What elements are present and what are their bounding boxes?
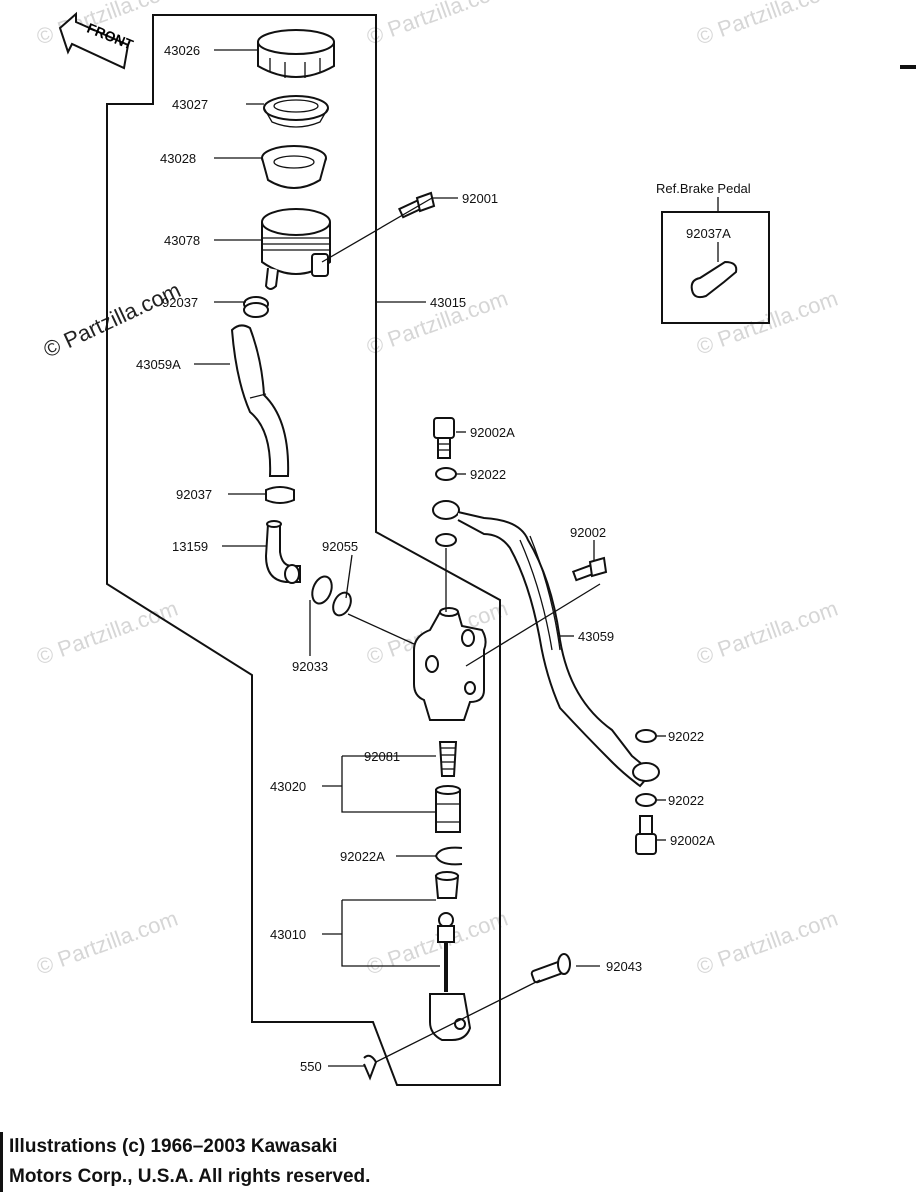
copyright-line-2: Motors Corp., U.S.A. All rights reserved… (9, 1166, 371, 1187)
reservoir-icon (261, 208, 331, 290)
washer-icon (635, 793, 657, 807)
label-43020: 43020 (270, 779, 306, 794)
watermark: © Partzilla.com (33, 596, 181, 670)
ref-box-title: Ref.Brake Pedal (656, 181, 751, 196)
label-43078: 43078 (164, 233, 200, 248)
cotter-pin-icon (363, 1054, 378, 1081)
label-92022: 92022 (668, 793, 704, 808)
label-92037: 92037 (162, 295, 198, 310)
label-92022: 92022 (668, 729, 704, 744)
label-43015: 43015 (430, 295, 466, 310)
ref-brake-pedal-box: Ref.Brake Pedal 92037A (656, 181, 770, 324)
watermark-dark: © Partzilla.com (40, 277, 185, 362)
copyright-footer: Illustrations (c) 1966–2003 Kawasaki Mot… (0, 1132, 529, 1192)
clamp-icon (690, 260, 738, 299)
label-92002A: 92002A (670, 833, 715, 848)
diaphragm-icon (261, 145, 327, 189)
push-rod-icon (429, 871, 472, 1041)
hose-clamp-icon (243, 296, 269, 318)
hose-clamp-icon (265, 486, 295, 504)
o-ring-icon (332, 591, 352, 617)
retaining-clip-icon (434, 846, 463, 866)
label-92001: 92001 (462, 191, 498, 206)
label-92033: 92033 (292, 659, 328, 674)
watermark: © Partzilla.com (363, 0, 511, 50)
watermark: © Partzilla.com (33, 906, 181, 980)
washer-icon (635, 729, 657, 743)
front-arrow-icon: FRONT (58, 11, 136, 70)
watermark: © Partzilla.com (693, 906, 841, 980)
label-43059: 43059 (578, 629, 614, 644)
label-43059A: 43059A (136, 357, 181, 372)
reservoir-cap-icon (257, 29, 335, 78)
spring-icon (438, 741, 458, 777)
label-43026: 43026 (164, 43, 200, 58)
hose-fitting-icon (264, 520, 301, 584)
label-550: 550 (300, 1059, 322, 1074)
label-13159: 13159 (172, 539, 208, 554)
banjo-bolt-icon (635, 815, 657, 855)
label-92022A: 92022A (340, 849, 385, 864)
bolt-icon (571, 556, 608, 582)
label-92022: 92022 (470, 467, 506, 482)
label-43027: 43027 (172, 97, 208, 112)
ref-box-part: 92037A (686, 226, 731, 241)
label-92037: 92037 (176, 487, 212, 502)
banjo-bolt-icon (433, 417, 455, 459)
label-92055: 92055 (322, 539, 358, 554)
assembly-outline (106, 14, 501, 1086)
part-labels: 43026 43027 43028 92001 43078 92037 4301… (136, 43, 715, 1074)
label-92081: 92081 (364, 749, 400, 764)
label-43010: 43010 (270, 927, 306, 942)
master-cylinder-icon (413, 548, 487, 721)
piston-icon (435, 785, 461, 833)
washer-icon (435, 533, 457, 547)
label-43028: 43028 (160, 151, 196, 166)
brake-hose-icon (432, 500, 660, 788)
watermark: © Partzilla.com (693, 0, 841, 50)
washer-icon (435, 467, 457, 481)
label-92043: 92043 (606, 959, 642, 974)
copyright-line-1: Illustrations (c) 1966–2003 Kawasaki (9, 1136, 338, 1157)
edge-mark (900, 65, 916, 69)
reservoir-hose-icon (230, 324, 290, 477)
label-92002A: 92002A (470, 425, 515, 440)
label-92002: 92002 (570, 525, 606, 540)
circlip-icon (311, 575, 333, 605)
plate-icon (263, 95, 329, 128)
watermark: © Partzilla.com (693, 596, 841, 670)
clevis-pin-icon (530, 953, 571, 984)
leader-lines (194, 49, 666, 1067)
group-brackets (322, 755, 440, 967)
